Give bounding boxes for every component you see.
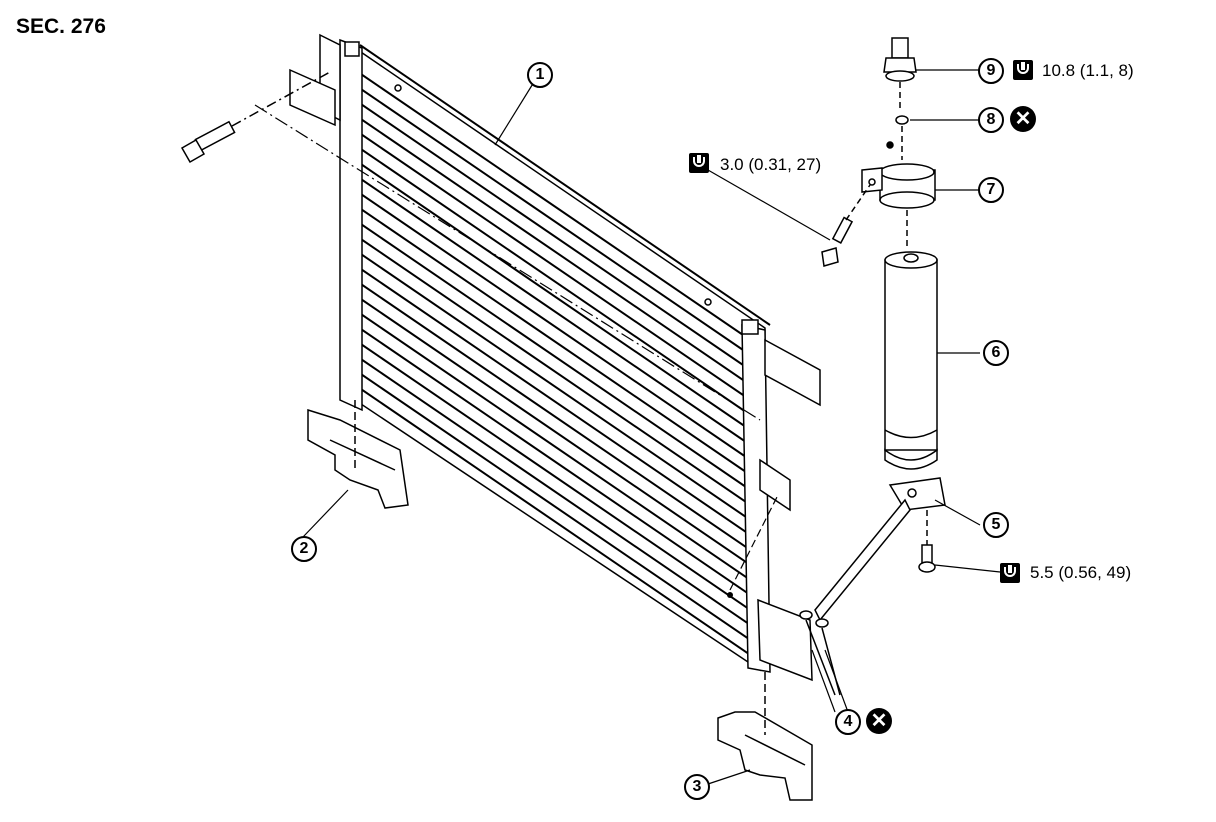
pressure-sensor	[883, 37, 917, 112]
torque-icon-5	[1000, 563, 1020, 583]
torque-icon-9	[1013, 60, 1033, 80]
callout-5: 5	[983, 512, 1009, 538]
leader-lines	[302, 69, 1001, 786]
reference-dot	[727, 592, 733, 598]
callout-7: 7	[978, 177, 1004, 203]
bolt-upper-left	[180, 71, 331, 164]
torque-icon-7	[689, 153, 709, 173]
bolt-bracket	[821, 141, 894, 267]
pipe-o-rings	[799, 610, 841, 696]
callout-1: 1	[527, 62, 553, 88]
callout-2: 2	[291, 536, 317, 562]
callout-3: 3	[684, 774, 710, 800]
torque-spec-5: 5.5 (0.56, 49)	[1030, 563, 1132, 582]
torque-spec-9: 10.8 (1.1, 8)	[1042, 61, 1134, 80]
liquid-tank	[884, 251, 938, 470]
do-not-reuse-icon-4: ✕	[866, 708, 892, 734]
o-ring	[895, 115, 909, 160]
bolt-lower-bracket	[918, 510, 936, 573]
callout-9: 9	[978, 58, 1004, 84]
tank-bracket	[861, 163, 936, 250]
lower-tank-bracket	[814, 477, 946, 622]
reference-dash	[729, 494, 779, 591]
reference-line	[254, 104, 761, 421]
callout-4: 4	[835, 709, 861, 735]
lower-bracket-left	[307, 400, 409, 509]
condenser	[289, 33, 821, 682]
do-not-reuse-icon-8: ✕	[1010, 106, 1036, 132]
section-label: SEC. 276	[16, 15, 106, 38]
callout-6: 6	[983, 340, 1009, 366]
callout-8: 8	[978, 107, 1004, 133]
lower-bracket-right	[717, 672, 813, 801]
torque-spec-7: 3.0 (0.31, 27)	[720, 155, 822, 174]
